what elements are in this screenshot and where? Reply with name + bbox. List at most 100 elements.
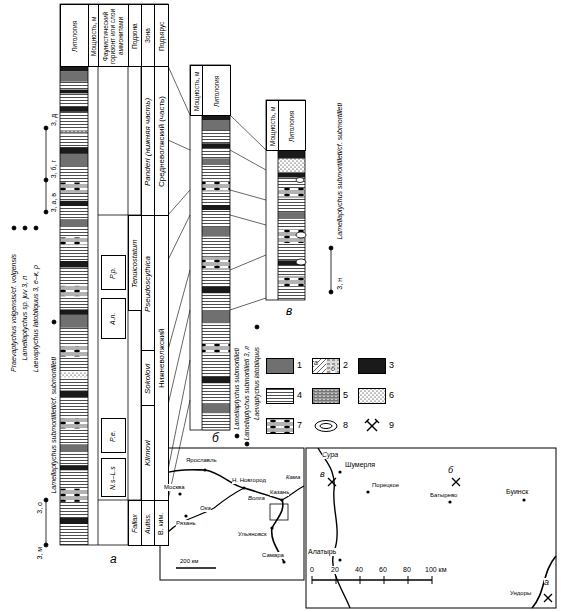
cell-text: Klimovi	[143, 408, 152, 499]
cell-text: N.s–L.s	[109, 461, 117, 495]
cell-text: Мощность, м	[90, 7, 97, 65]
map-label: Кама	[286, 474, 300, 481]
fossil-label: 3, о	[36, 502, 44, 514]
map-label: 0	[310, 566, 314, 574]
map-label: Алатырь	[308, 548, 336, 556]
cell-text: Fallax	[131, 503, 139, 544]
legend-sample	[358, 358, 386, 374]
cell-text: Литология	[71, 7, 78, 65]
cell-text: Подзона	[131, 7, 138, 65]
map-label: 40	[355, 566, 363, 574]
fossil-label: 3, б, г	[50, 160, 58, 178]
table-cell: Мощность, м	[88, 4, 99, 67]
table-cell: Tenuicostatum	[128, 215, 142, 311]
map-label: в	[286, 305, 292, 318]
map-label: Рязань	[176, 520, 196, 527]
map-label: в	[320, 470, 325, 480]
map-label: 20	[331, 566, 339, 574]
fossil-label: Lamellaptychus submortilleti/cf. submort…	[50, 357, 58, 494]
cell-text: Литология	[288, 103, 295, 149]
table-cell: Фаунистический горизонт или слои аммонит…	[98, 4, 129, 67]
table-cell: Зона	[141, 4, 155, 67]
fossil-label: Lamellaptychus submortilleti/cf. submort…	[336, 103, 344, 240]
legend-number: 3	[389, 361, 394, 371]
map-label: Шумерля	[345, 461, 375, 469]
legend-sample	[312, 418, 340, 434]
fauna-box: P.p.	[101, 255, 126, 290]
fossil-label: Laevaptychus latobliquus	[253, 347, 260, 420]
table-cell: Pseudoscythica	[141, 215, 155, 351]
correlation-lines	[168, 66, 266, 500]
legend-swatch	[358, 388, 386, 404]
lithology-layers	[60, 66, 305, 545]
cell-text: Tenuicostatum	[131, 218, 140, 309]
table-cell: Sokolovi	[141, 350, 155, 406]
cell-text: Нижневолжский	[157, 218, 166, 499]
cell-text: Panderi (нижняя часть)	[143, 69, 152, 214]
map-label: Батырево	[430, 492, 457, 499]
table-cell: Нижневолжский	[154, 215, 169, 501]
map-label: Ундоры	[510, 590, 531, 597]
legend-number: 7	[297, 421, 302, 431]
map-label: Ярославль	[186, 457, 217, 464]
legend-number: 5	[343, 391, 348, 401]
map-label: 60	[379, 566, 387, 574]
fossil-label: 3, а, в	[50, 193, 58, 212]
fossil-label: 3, м	[36, 547, 44, 560]
fossil-label: Lamellaptychus submortilleti	[233, 348, 240, 430]
map-label: Ока	[200, 505, 211, 512]
sample-markers	[12, 126, 333, 547]
legend-swatch	[358, 418, 386, 434]
map-label: Самара	[262, 552, 284, 559]
table-cell: Fallax	[128, 500, 142, 546]
map-label: Волга	[248, 495, 265, 502]
legend-number: 1	[297, 361, 302, 371]
map-label: Порецкое	[372, 482, 399, 489]
cell-text: Литология	[213, 68, 220, 114]
cell-text: Мощность, м	[269, 103, 276, 149]
legend-sample	[266, 388, 294, 404]
table-cell: Средневолжский (часть)	[154, 66, 169, 216]
table-cell: Подзона	[128, 4, 142, 67]
table-cell: Panderi (нижняя часть)	[141, 66, 155, 216]
legend-swatch	[266, 418, 294, 434]
map-label: б	[448, 466, 453, 476]
cell-text: Фаунистический горизонт или слои аммонит…	[102, 7, 124, 65]
map-label: а	[314, 359, 318, 367]
legend-swatch	[312, 388, 340, 404]
map-label: Казань	[270, 489, 289, 496]
map-label: 200 км	[180, 558, 198, 565]
cell-text: Pseudoscythica	[143, 218, 152, 349]
table-cell: Autiss.	[141, 500, 155, 546]
map-label: б	[331, 365, 335, 373]
cell-text: Зона	[144, 7, 151, 65]
table-cell: В. ким.	[154, 500, 169, 546]
cell-text: P.p.	[109, 258, 117, 288]
table-grid	[60, 4, 305, 545]
table-cell: Klimovi	[141, 405, 155, 501]
cell-text: P.e.	[109, 421, 117, 451]
fossil-label: 3, н	[336, 278, 344, 290]
legend-number: 2	[343, 361, 348, 371]
map-label: Ульяновск	[238, 531, 267, 538]
legend-swatch	[266, 358, 294, 374]
map-label: а	[544, 578, 549, 588]
legend-sample	[266, 358, 294, 374]
legend-number: 9	[389, 421, 394, 431]
cell-text: В. ким.	[157, 503, 165, 544]
fauna-box: N.s–L.s	[101, 458, 126, 497]
fossil-label: Praevaptychus volgensis/cf. volgensis	[10, 254, 18, 372]
legend-number: 4	[297, 391, 302, 401]
legend-sample	[312, 388, 340, 404]
legend-sample	[358, 418, 386, 434]
map-label: а	[110, 553, 117, 566]
fossil-label: Lamellaptychus submortilleti 3, л	[243, 346, 250, 440]
table-cell: Подъярус	[154, 4, 169, 67]
location-map	[160, 448, 556, 608]
legend-number: 6	[389, 391, 394, 401]
legend-sample	[266, 418, 294, 434]
cell-text: Подъярус	[158, 7, 165, 65]
table-cell: Литология	[278, 100, 306, 151]
fauna-box: P.e.	[101, 418, 126, 453]
